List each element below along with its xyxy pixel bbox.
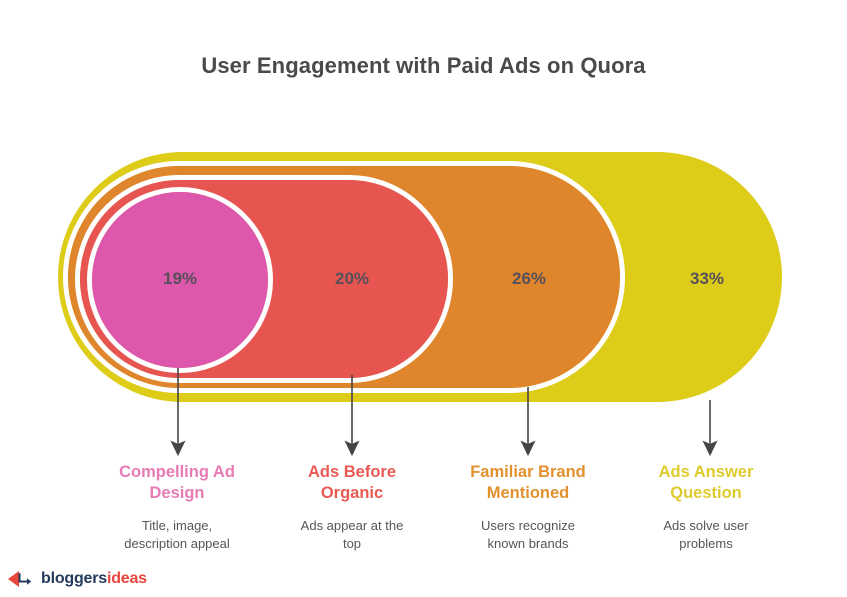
- legend-title-line1: Ads Before: [307, 463, 397, 481]
- legend-desc-familiar-brand-mentioned: Users recognize known brands: [428, 517, 628, 553]
- legend-title-ads-before-organic: Ads Before Organic: [252, 462, 452, 504]
- legend-desc-line1: Ads appear at the: [300, 518, 404, 533]
- legend-title-ads-answer-question: Ads Answer Question: [606, 462, 806, 504]
- legend-desc-compelling-ad-design: Title, image, description appeal: [77, 517, 277, 553]
- arrow-down-icon-1: [170, 368, 186, 457]
- connector-arrows: [170, 368, 718, 457]
- legend-title-line1: Compelling Ad: [119, 463, 235, 481]
- arrow-down-icon-2: [344, 375, 360, 457]
- legend-desc-line2: known brands: [487, 536, 569, 551]
- legend-title-line2: Design: [149, 484, 205, 502]
- bloggersideas-arrow-mark: [8, 571, 32, 587]
- page-title: User Engagement with Paid Ads on Quora: [201, 53, 646, 78]
- legend-title-line1: Familiar Brand: [470, 463, 586, 481]
- bloggersideas-logo[interactable]: bloggersideas: [8, 569, 147, 589]
- arrow-down-icon-3: [520, 387, 536, 457]
- legend-item-compelling-ad-design[interactable]: Compelling Ad Design Title, image, descr…: [77, 462, 277, 553]
- legend-desc-line1: Users recognize: [481, 518, 575, 533]
- legend-item-familiar-brand-mentioned[interactable]: Familiar Brand Mentioned Users recognize…: [428, 462, 628, 553]
- legend-desc-line2: description appeal: [124, 536, 230, 551]
- legend-title-line2: Organic: [320, 484, 384, 502]
- logo-word-primary: bloggers: [41, 570, 107, 587]
- legend-desc-line1: Ads solve user: [663, 518, 749, 533]
- legend-title-line2: Mentioned: [486, 484, 570, 502]
- legend-desc-line1: Title, image,: [141, 518, 213, 533]
- value-label-ads-answer-question: 33%: [689, 269, 725, 288]
- legend-title-familiar-brand-mentioned: Familiar Brand Mentioned: [428, 462, 628, 504]
- value-label-familiar-brand-mentioned: 26%: [511, 269, 547, 288]
- ring-outline-compelling-ad-design: [87, 187, 273, 373]
- legend-title-line1: Ads Answer: [658, 463, 754, 481]
- value-label-ads-before-organic: 20%: [334, 269, 370, 288]
- ring-segment-compelling-ad-design[interactable]: [92, 192, 268, 368]
- legend-desc-line2: top: [342, 536, 362, 551]
- legend-desc-ads-before-organic: Ads appear at the top: [252, 517, 452, 553]
- bloggersideas-wordmark: bloggersideas: [41, 570, 147, 588]
- value-label-compelling-ad-design: 19%: [162, 269, 198, 288]
- legend-title-compelling-ad-design: Compelling Ad Design: [77, 462, 277, 504]
- legend-desc-line2: problems: [679, 536, 733, 551]
- legend-item-ads-answer-question[interactable]: Ads Answer Question Ads solve user probl…: [606, 462, 806, 553]
- legend-desc-ads-answer-question: Ads solve user problems: [606, 517, 806, 553]
- legend-item-ads-before-organic[interactable]: Ads Before Organic Ads appear at the top: [252, 462, 452, 553]
- arrow-down-icon-4: [702, 400, 718, 457]
- logo-word-accent: ideas: [106, 570, 147, 587]
- ring-outline-ads-before-organic: [75, 175, 453, 383]
- legend-title-line2: Question: [670, 484, 742, 502]
- ring-outline-familiar-brand-mentioned: [63, 161, 625, 393]
